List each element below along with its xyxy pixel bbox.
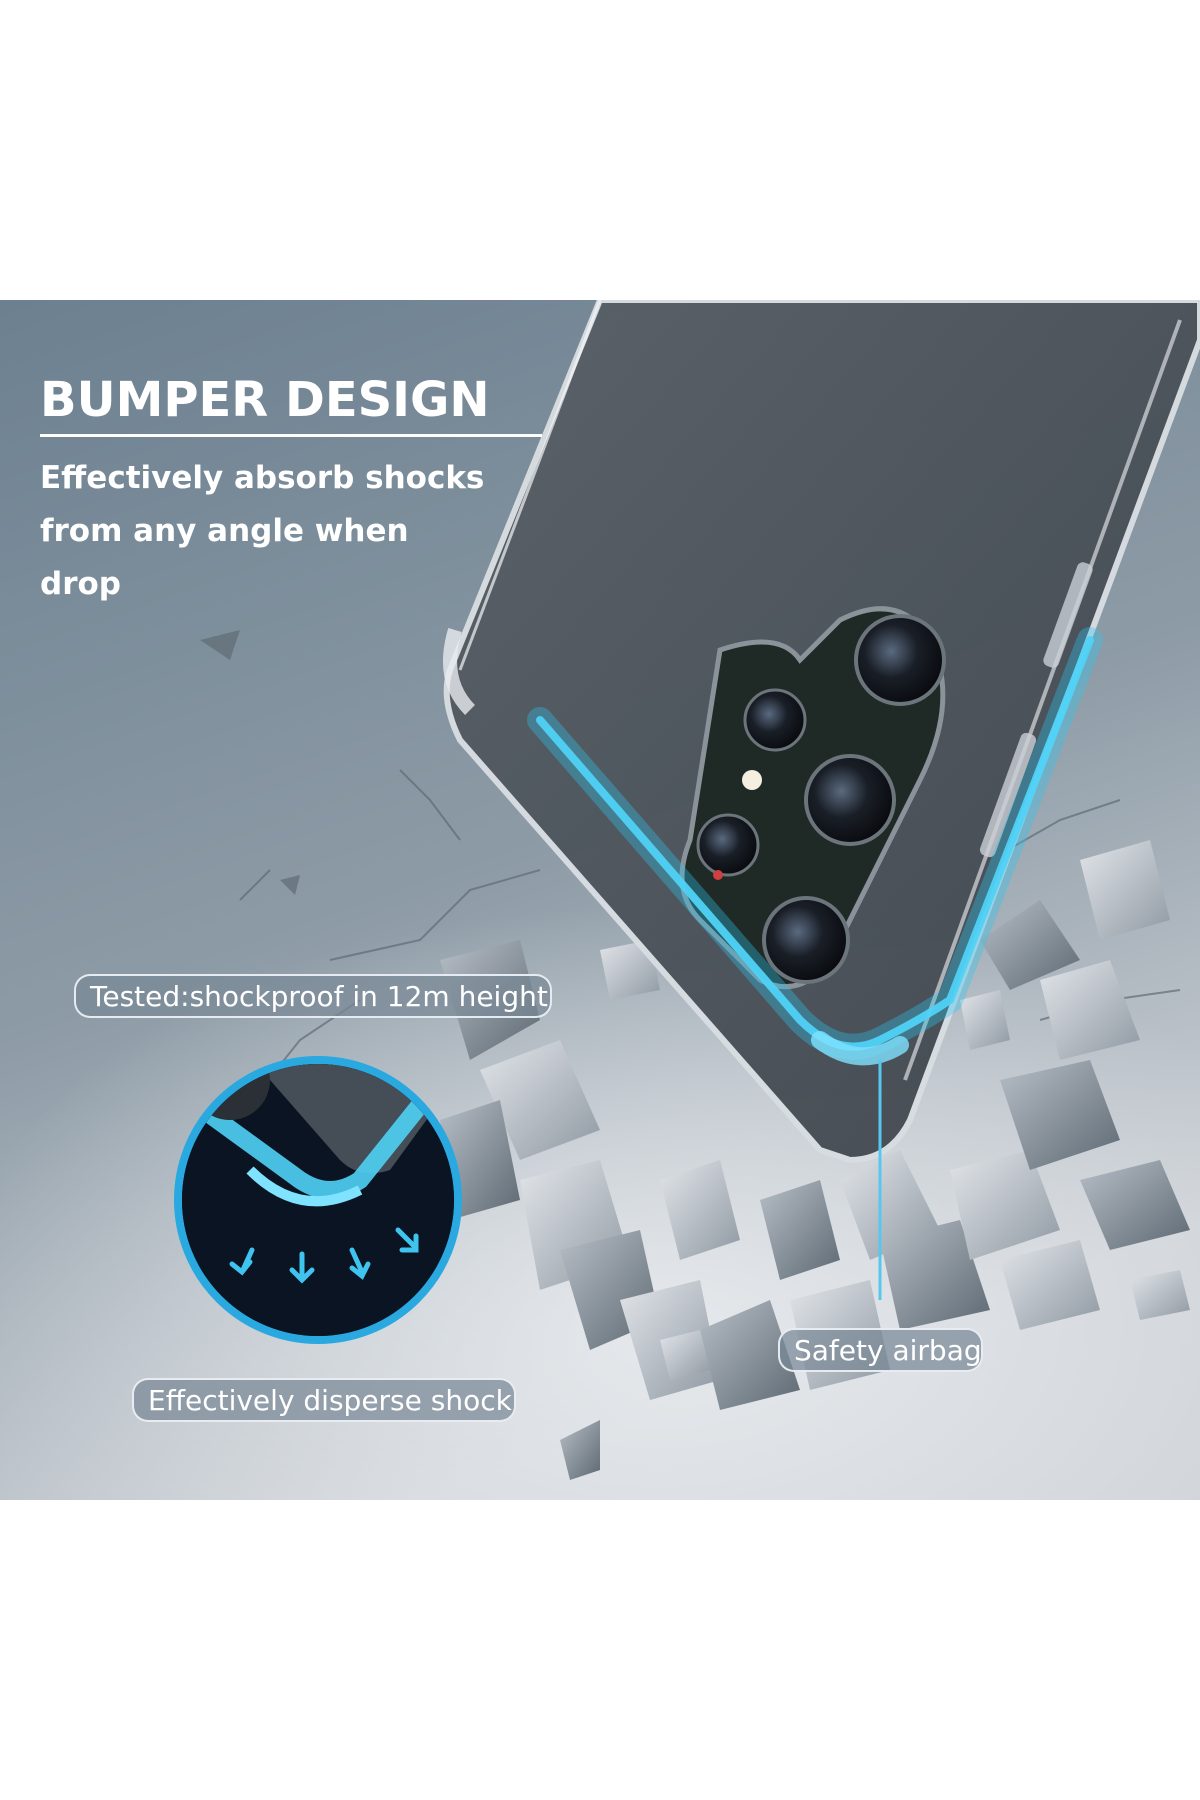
drop-scene [0,300,1200,1500]
shock-glow [527,627,1103,1066]
banner-title: BUMPER DESIGN [40,372,490,428]
debris [200,630,1190,1480]
callout-safety-airbag: Safety airbag [778,1328,983,1372]
camera-module [679,606,946,990]
callout-disperse-shock: Effectively disperse shock [132,1378,516,1422]
banner-subtitle: Effectively absorb shocks from any angle… [40,460,485,602]
arrow-down-icon [229,1227,419,1284]
phone-with-case [443,300,1200,1164]
title-underline [40,434,542,437]
product-banner: BUMPER DESIGN Effectively absorb shocks … [0,300,1200,1500]
callout-tested-height: Tested:shockproof in 12m height [74,974,552,1018]
